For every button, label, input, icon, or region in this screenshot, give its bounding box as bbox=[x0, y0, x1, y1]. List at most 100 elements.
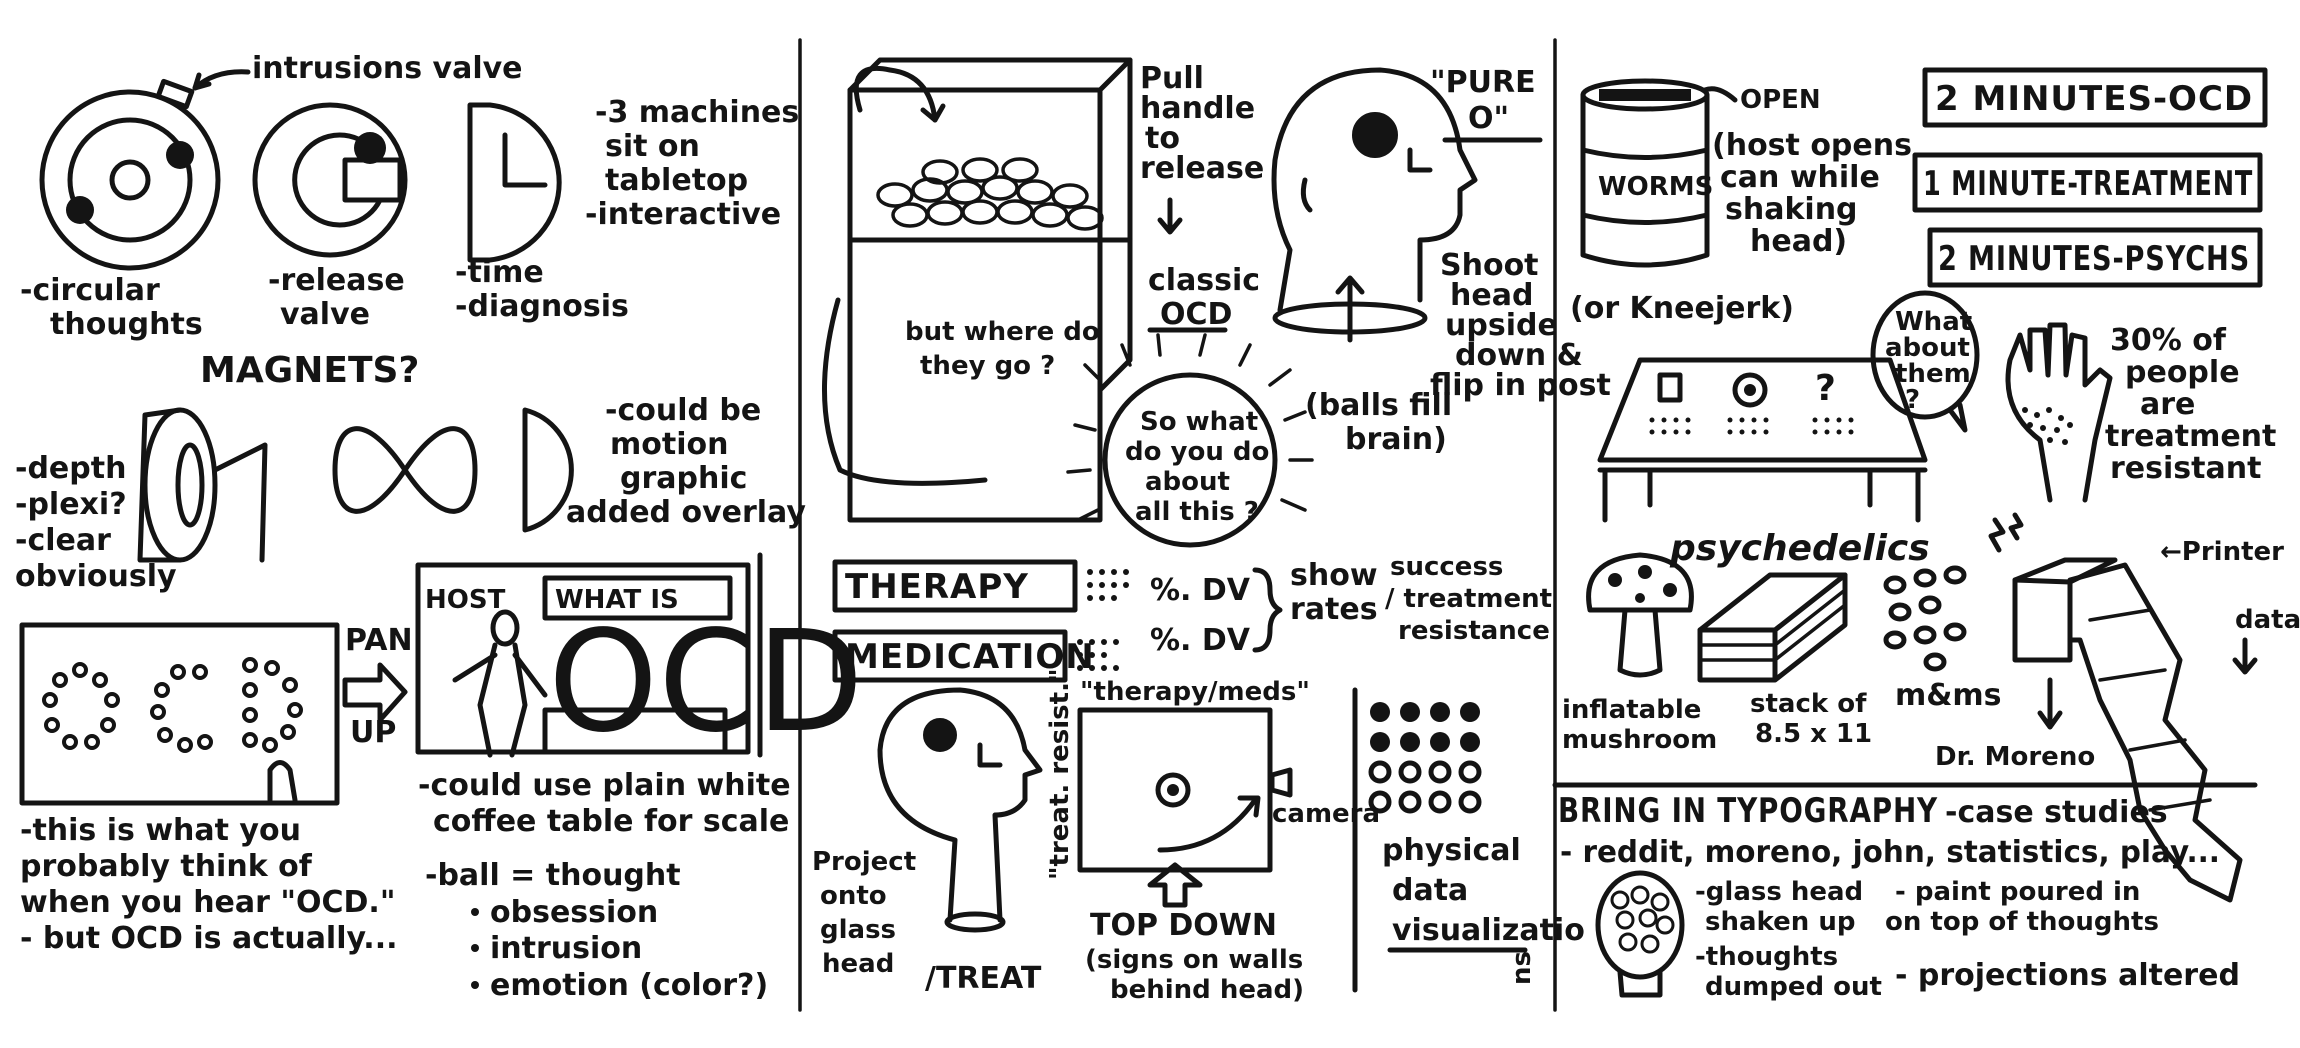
typography-heading: BRING IN TYPOGRAPHY bbox=[1558, 791, 1938, 831]
table-with-machines-icon bbox=[1597, 357, 1928, 523]
ocd-big-letters: OCD bbox=[548, 601, 864, 764]
top-down-label: TOP DOWN bbox=[1090, 908, 1277, 943]
magnet-roll-icon bbox=[137, 407, 268, 563]
camera-label: camera bbox=[1272, 799, 1380, 829]
depth-note: -depth -plexi? -clear obviously bbox=[15, 451, 177, 594]
open-label: OPEN bbox=[1740, 85, 1821, 115]
time-diagnosis-label: -time -diagnosis bbox=[455, 255, 629, 324]
pure-o-head-icon bbox=[1271, 67, 1478, 335]
timing-treatment-label: 1 MINUTE-TREATMENT bbox=[1923, 164, 2253, 204]
therapy-box bbox=[832, 559, 1078, 613]
what-is-sign bbox=[542, 575, 733, 621]
therapy-label: THERAPY bbox=[845, 567, 1029, 607]
bullet-icon bbox=[471, 981, 479, 989]
paper-stack-icon bbox=[1697, 572, 1848, 683]
timing-psychs-label: 2 MINUTES-PSYCHS bbox=[1938, 239, 2250, 279]
coffee-table-note: -could use plain white coffee table for … bbox=[418, 768, 801, 839]
time-diagnosis-machine-icon bbox=[467, 102, 562, 263]
timing-box-psychs bbox=[1927, 227, 2263, 288]
what-is-label: WHAT IS bbox=[555, 585, 679, 615]
thirty-percent-note: 30% of people are treatment resistant bbox=[2105, 323, 2287, 486]
treat-label: /TREAT bbox=[925, 961, 1042, 996]
host-label: HOST bbox=[425, 585, 506, 615]
down-arrow-icon bbox=[1157, 197, 1183, 235]
success-resistance-label: success / treatment resistance bbox=[1385, 552, 1561, 646]
worms-label: WORMS bbox=[1598, 172, 1713, 202]
projections-note: - projections altered bbox=[1895, 958, 2240, 993]
curved-arrow-icon bbox=[853, 65, 938, 123]
inflatable-mushroom-icon bbox=[1586, 552, 1694, 678]
pointing-hand-icon bbox=[267, 760, 298, 803]
classic-ocd-label: classic OCD bbox=[1148, 263, 1271, 332]
release-valve-machine-icon bbox=[252, 102, 408, 258]
burst-rays-icon bbox=[1066, 333, 1314, 522]
down-arrow-icon bbox=[2232, 637, 2258, 675]
balls-fill-brain-note: (balls fill brain) bbox=[1305, 388, 1463, 457]
therapy-meds-label: "therapy/meds" bbox=[1080, 677, 1310, 707]
timing-ocd-label: 2 MINUTES-OCD bbox=[1935, 79, 2253, 119]
zigzag-icon bbox=[1988, 512, 2024, 553]
mushroom-label: inflatable mushroom bbox=[1562, 695, 1717, 755]
glass-head-note: -glass head shaken up bbox=[1695, 877, 1872, 937]
glass-head-icon bbox=[877, 687, 1043, 933]
so-what-bubble bbox=[1102, 372, 1278, 548]
case-studies-label: -case studies bbox=[1945, 795, 2168, 830]
ocd-infinity-icon bbox=[332, 407, 574, 533]
dr-moreno-label: Dr. Moreno bbox=[1935, 742, 2095, 772]
circular-thoughts-label: -circular thoughts bbox=[20, 273, 203, 342]
shoot-head-note: Shoot head upside down & flip in post bbox=[1430, 248, 1611, 403]
panel-1: intrusions valve -3 machines sit on tabl… bbox=[15, 51, 864, 1003]
timing-box-ocd bbox=[1922, 67, 2268, 128]
arrow-head-icon bbox=[920, 103, 946, 123]
medication-pct: %. DV bbox=[1150, 623, 1251, 658]
bullet-intrusion: intrusion bbox=[490, 931, 642, 966]
pull-handle-note: Pull handle to release bbox=[1140, 61, 1266, 186]
circular-thoughts-machine-icon bbox=[39, 78, 221, 271]
camera-icon bbox=[1269, 767, 1293, 798]
signs-note: (signs on walls behind head) bbox=[1085, 945, 1312, 1005]
dotted-ocd-frame bbox=[19, 622, 340, 806]
paint-note: - paint poured in on top of thoughts bbox=[1885, 877, 2159, 937]
can-of-worms-icon bbox=[1580, 78, 1710, 268]
arrow-icon bbox=[1702, 86, 1738, 103]
intrusions-valve-label: intrusions valve bbox=[252, 51, 523, 86]
what-about-them-bubble bbox=[1870, 290, 1980, 420]
down-arrow-icon bbox=[2037, 677, 2063, 730]
right-arrow-icon bbox=[342, 662, 408, 723]
ball-thought-note: -ball = thought bbox=[425, 858, 681, 893]
what-you-think-note: -this is what you probably think of when… bbox=[20, 813, 406, 956]
up-arrow-icon bbox=[1147, 862, 1203, 908]
mms-icon bbox=[1883, 565, 1967, 672]
thoughts-note: -thoughts dumped out bbox=[1695, 942, 1882, 1002]
coffee-table-icon bbox=[542, 707, 728, 755]
stack-label: stack of 8.5 x 11 bbox=[1750, 689, 1875, 749]
physical-data-suffix: ns bbox=[1507, 951, 1537, 985]
physical-data-grid-icon bbox=[1368, 702, 1482, 814]
physical-data-note: physical data visualizatio bbox=[1382, 833, 1585, 948]
table-question-mark: ? bbox=[1815, 368, 1836, 409]
case-list: - reddit, moreno, john, statistics, play… bbox=[1560, 835, 2220, 870]
host-opens-note: (host opens can while shaking head) bbox=[1712, 128, 1922, 259]
bullet-obsession: obsession bbox=[490, 895, 658, 930]
psychedelics-heading: psychedelics bbox=[1669, 528, 1930, 569]
glass-box-icon bbox=[847, 57, 1133, 523]
printer-label: ←Printer bbox=[2160, 537, 2284, 567]
bullet-emotion: emotion (color?) bbox=[490, 968, 768, 1003]
top-down-head-icon bbox=[1155, 772, 1191, 808]
medication-label: MEDICATION bbox=[845, 637, 1095, 677]
mms-label: m&ms bbox=[1895, 678, 2002, 713]
bubble-tail bbox=[1947, 402, 1968, 433]
show-rates-label: show rates bbox=[1290, 558, 1388, 627]
up-arrow-icon bbox=[1335, 275, 1365, 343]
pure-o-label: "PURE O" bbox=[1430, 65, 1546, 136]
what-about-them-note: What about them ? bbox=[1885, 307, 1981, 415]
panel-3: WORMS OPEN (host opens can while shaking… bbox=[1552, 67, 2300, 1002]
host-figure-icon bbox=[452, 609, 548, 758]
raised-hand-icon bbox=[2005, 322, 2113, 503]
curved-arrow-icon bbox=[822, 297, 988, 486]
therapy-pct: %. DV bbox=[1150, 573, 1251, 608]
printer-paper-icon bbox=[2012, 557, 2243, 903]
machines-note: -3 machines sit on tabletop -interactive bbox=[585, 95, 810, 232]
timing-box-treatment bbox=[1912, 152, 2263, 213]
